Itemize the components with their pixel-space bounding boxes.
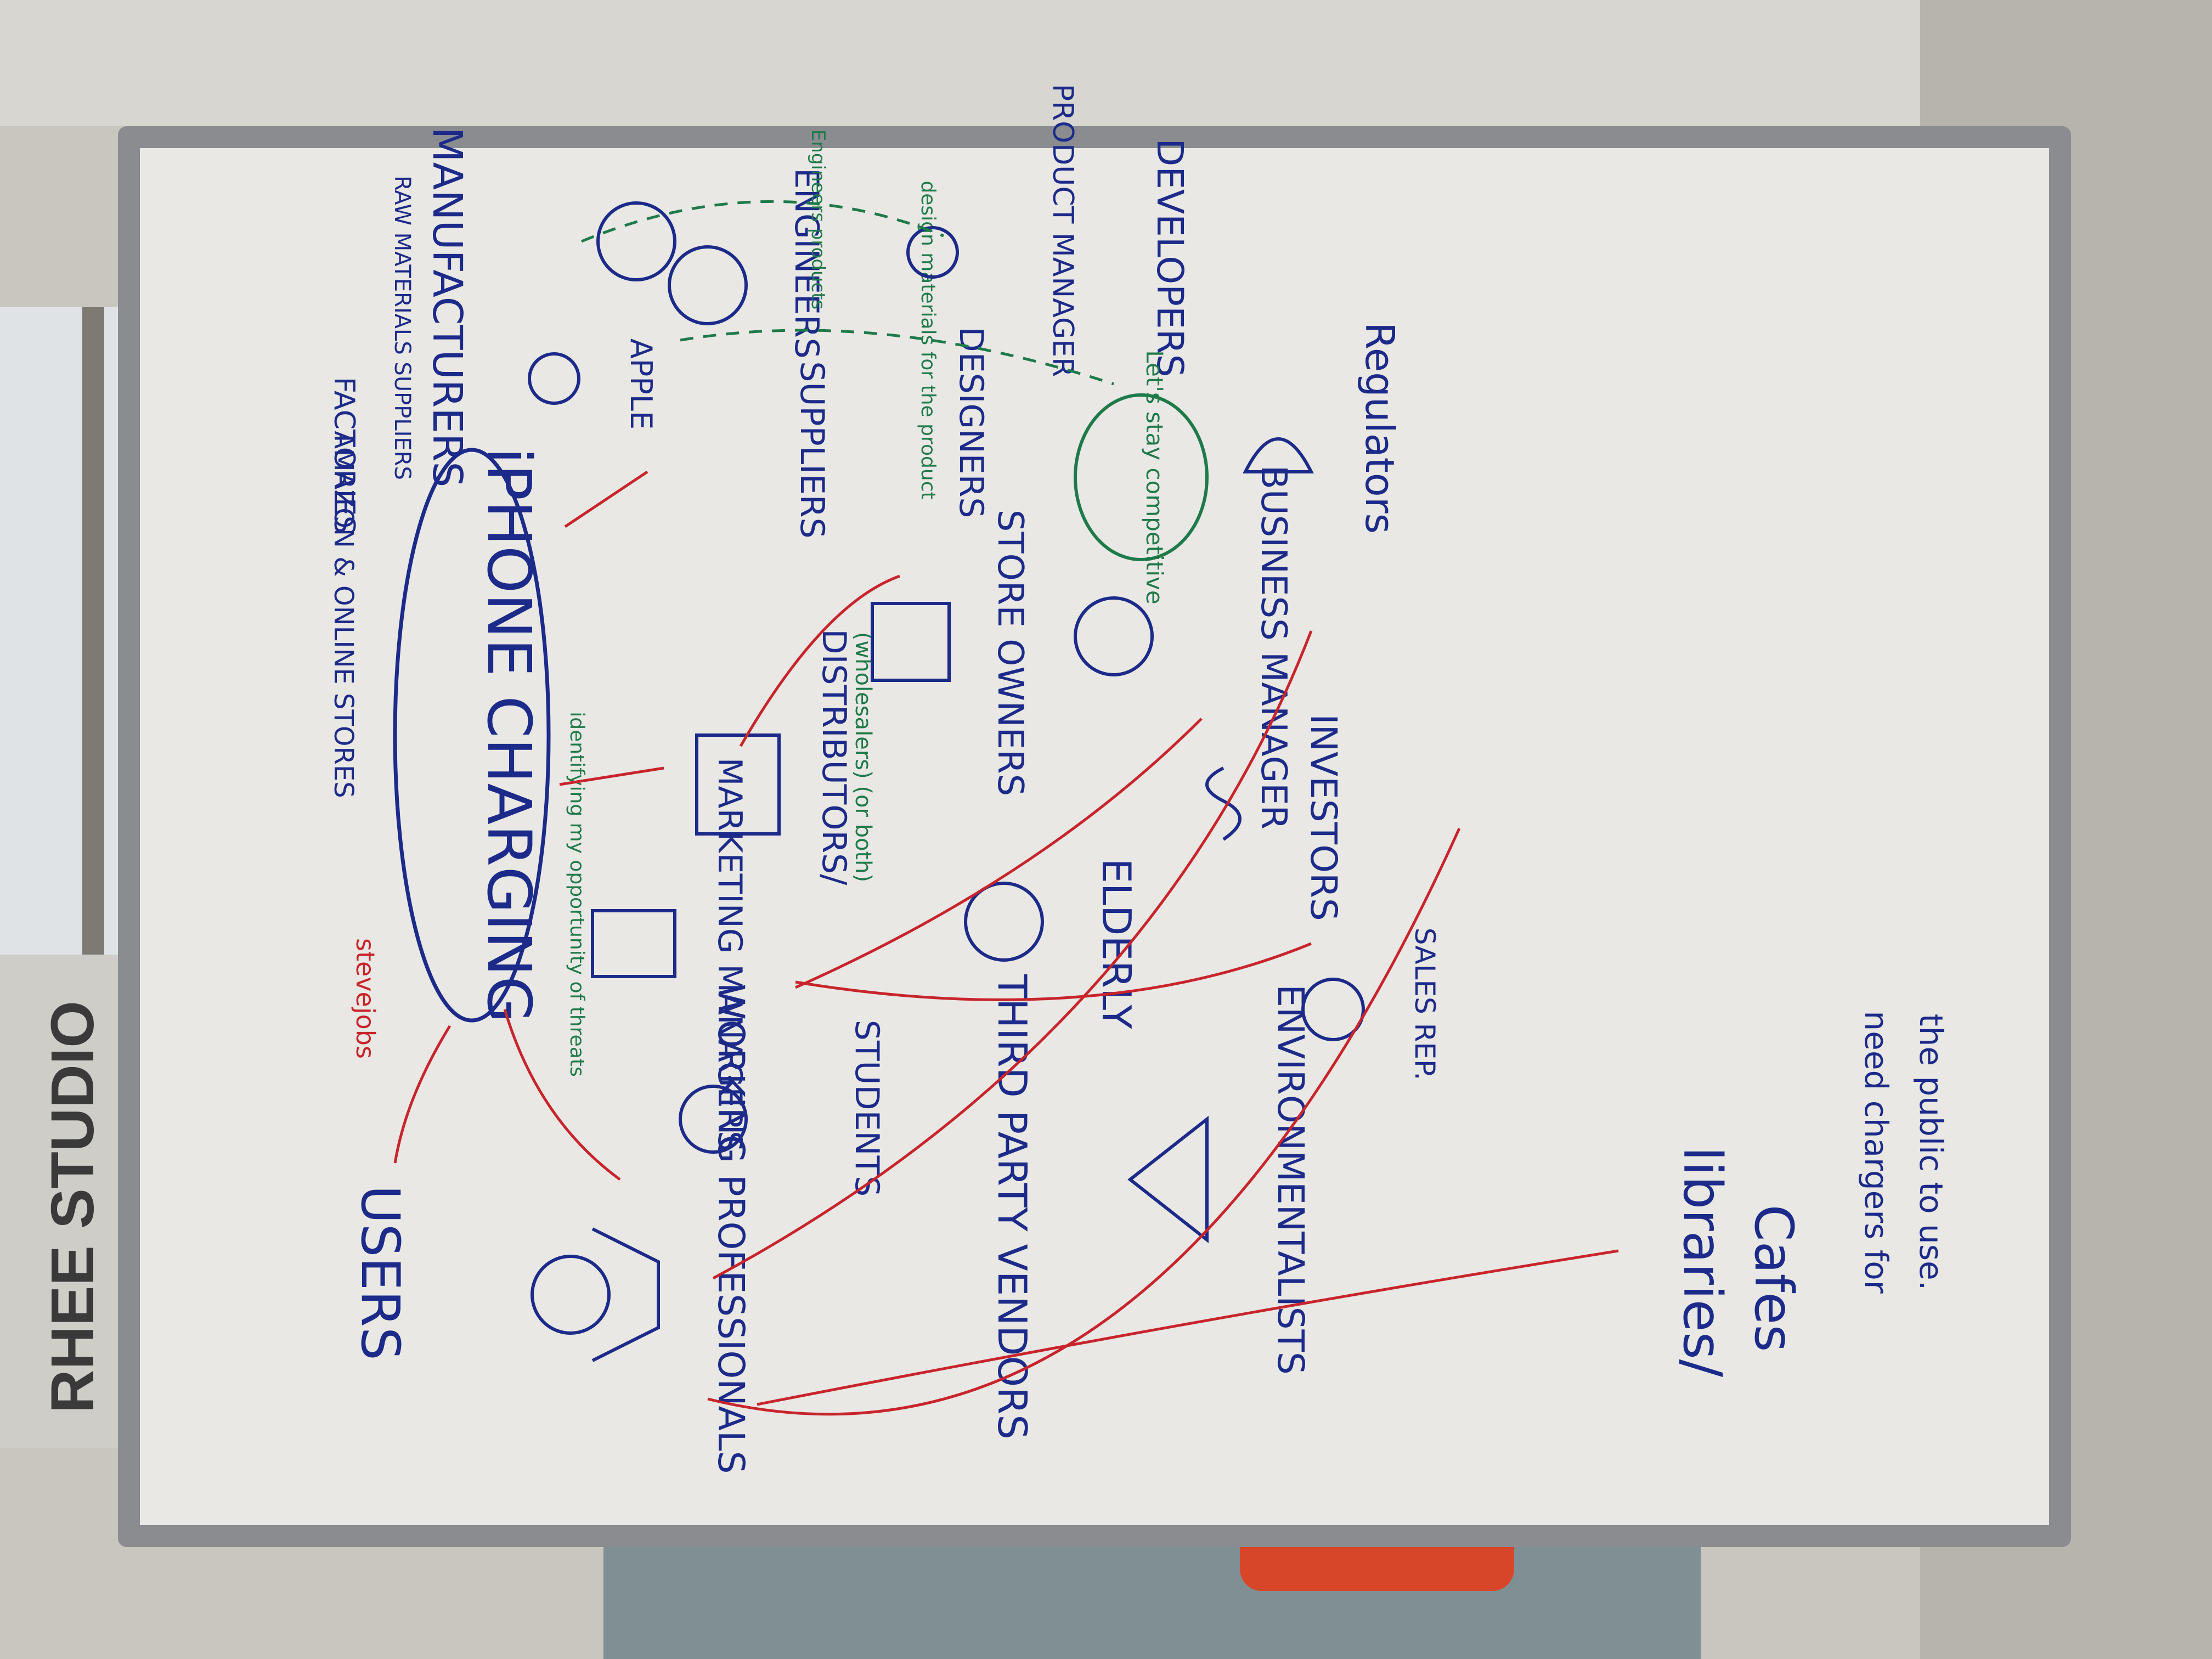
- label-business-manager: BUSINESS MANAGER: [1253, 465, 1294, 830]
- green-arc-1: [581, 200, 944, 243]
- wall-sign-text: RHEE STUDIO: [39, 1001, 106, 1413]
- arrow-to-users: [393, 1025, 452, 1164]
- arrow-to-store-owners: [739, 574, 900, 747]
- arrow-to-libraries: [757, 1249, 1619, 1406]
- tree-icon: [1127, 1115, 1209, 1244]
- center-topic: iPHONE CHARGING: [474, 447, 544, 1023]
- green-cluster: [581, 200, 1114, 386]
- arrow-business-loop: [712, 630, 1313, 1280]
- label-suppliers: SUPPLIERS: [793, 361, 831, 538]
- note-lets-stay: Let's stay competitive: [1141, 350, 1168, 604]
- note-need-chargers-1: need chargers for: [1858, 1011, 1895, 1293]
- arrow-to-business-manager: [794, 718, 1203, 989]
- label-apple: APPLE: [624, 338, 658, 430]
- gear-icon: [596, 201, 676, 281]
- user-head-icon: [531, 1255, 611, 1335]
- regulator-dome-icon: [1243, 437, 1314, 473]
- label-engineers: ENGINEERS: [787, 168, 826, 358]
- chart-icon: [591, 909, 676, 978]
- label-developers: DEVELOPERS: [1149, 139, 1191, 377]
- arrow-to-investors: [795, 942, 1312, 1001]
- user-suit-icon: [591, 1227, 660, 1362]
- student-head-icon: [679, 1085, 748, 1154]
- arrow-long-loop: [707, 827, 1461, 1416]
- elderly-head-icon: [964, 882, 1044, 962]
- label-libraries: libraries/: [1672, 1147, 1733, 1378]
- doodles: [528, 201, 1365, 1362]
- truck-icon: [695, 733, 781, 836]
- ceiling-beam: [0, 0, 2212, 126]
- label-cafes: Cafes: [1743, 1205, 1804, 1352]
- store-icon: [871, 602, 951, 682]
- product-manager-head-icon: [906, 226, 959, 279]
- label-designers: DESIGNERS: [952, 327, 990, 518]
- business-head-icon: [1074, 596, 1154, 676]
- apple-icon: [528, 352, 580, 405]
- label-students: STUDENTS: [848, 1020, 886, 1197]
- gear-icon-2: [668, 245, 748, 325]
- note-factories: FACTORIES: [328, 377, 360, 534]
- label-store-owners: STORE OWNERS: [990, 510, 1030, 796]
- label-distributors: DISTRIBUTORS/: [815, 629, 853, 886]
- window-mullion: [82, 307, 104, 966]
- sales-rep-head-icon: [1301, 978, 1365, 1041]
- note-amazon: AMAZON & ONLINE STORES: [328, 431, 359, 798]
- label-product-manager: PRODUCT MANAGER: [1046, 84, 1079, 377]
- topic-oval: [393, 448, 551, 1023]
- label-sales-rep: SALES REP.: [1409, 928, 1441, 1081]
- label-third-party-vendors: THIRD PARTY VENDORS: [989, 974, 1035, 1440]
- note-need-chargers-2: the public to use.: [1912, 1014, 1950, 1290]
- dollar-icon: [1205, 766, 1242, 841]
- label-users: USERS: [349, 1185, 411, 1361]
- arrow-to-distributors: [559, 766, 664, 786]
- note-identifying: identifying my opportunity of threats: [566, 712, 588, 1077]
- board-content: iPHONE CHARGING stevejobs AMAZON & ONLIN…: [328, 84, 1950, 1474]
- green-arc-2: [680, 329, 1114, 386]
- note-steve-jobs: stevejobs: [351, 938, 380, 1059]
- note-engineers: Engineers products: [807, 129, 829, 309]
- label-manufacturers: MANUFACTURERS: [424, 127, 471, 488]
- competitive-bubble: [1074, 393, 1209, 561]
- arrow-to-suppliers: [564, 470, 648, 528]
- note-raw-materials: RAW MATERIALS SUPPLIERS: [390, 176, 415, 480]
- label-environmentalists: ENVIRONMENTALISTS: [1269, 984, 1312, 1375]
- connection-arrows: [393, 470, 1619, 1416]
- label-regulators: Regulators: [1357, 322, 1403, 534]
- label-investors: INVESTORS: [1302, 714, 1345, 921]
- label-working-professionals: WORKING PROFESSIONALS: [710, 984, 752, 1474]
- arrow-to-working-professionals: [503, 1009, 621, 1181]
- label-elderly: ELDERLY: [1093, 858, 1139, 1029]
